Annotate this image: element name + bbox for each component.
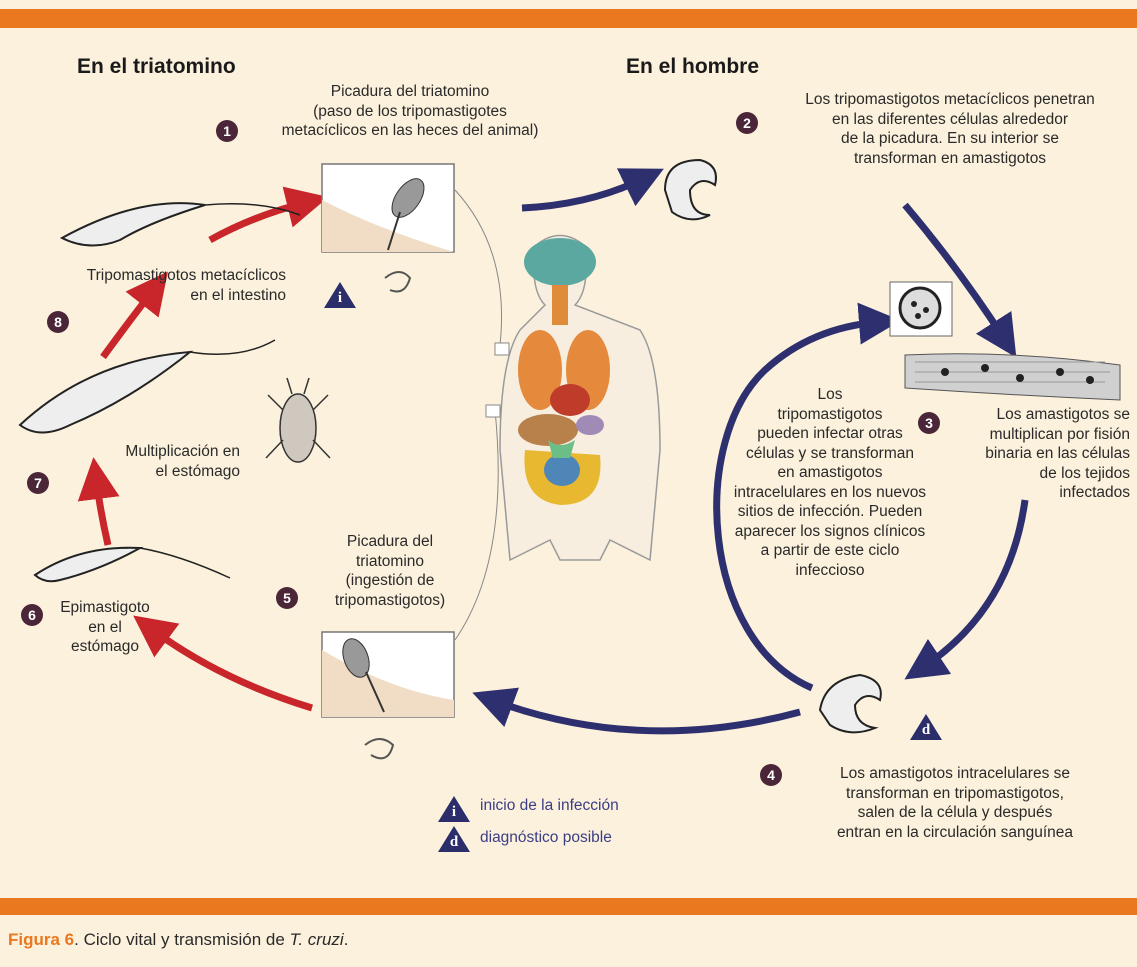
legend-infection-label: inicio de la infección: [480, 797, 619, 815]
step-7-badge: 7: [27, 472, 49, 494]
step-1-badge: 1: [216, 120, 238, 142]
legend-infection-icon: i: [438, 796, 470, 822]
bite-inset-icon: [322, 164, 454, 292]
diagnosis-marker: d: [910, 714, 942, 740]
step-5-text: Picadura del triatomino (ingestión de tr…: [305, 532, 475, 610]
triatomine-bug-icon: [266, 378, 330, 462]
step-4-badge: 4: [760, 764, 782, 786]
step-1-text: Picadura del triatomino (paso de los tri…: [240, 82, 580, 141]
step-6-badge: 6: [21, 604, 43, 626]
step-6-text: Epimastigoto en el estómago: [45, 598, 165, 657]
step-5-badge: 5: [276, 587, 298, 609]
legend-diagnosis-icon: d: [438, 826, 470, 852]
reinfection-note: Los tripomastigotos pueden infectar otra…: [700, 385, 960, 580]
caption-species: T. cruzi: [290, 930, 344, 949]
step-8-text: Tripomastigotos metacíclicos en el intes…: [18, 266, 286, 305]
bite-inset-icon: [322, 632, 454, 758]
step-8-badge: 8: [47, 311, 69, 333]
step-4-text: Los amastigotos intracelulares se transf…: [780, 764, 1130, 842]
caption-end: .: [344, 930, 349, 949]
infected-cell-icon: [890, 282, 952, 336]
caption-figure-number: Figura 6: [8, 930, 74, 949]
heading-human: En el hombre: [626, 55, 759, 79]
infection-start-marker: i: [324, 282, 356, 308]
figure-caption: Figura 6. Ciclo vital y transmisión de T…: [8, 930, 348, 950]
step-2-text: Los tripomastigotos metacíclicos penetra…: [760, 90, 1137, 168]
arrow-step5-to-step6: [150, 628, 312, 708]
step-7-text: Multiplicación en el estómago: [50, 442, 240, 481]
legend-diagnosis-label: diagnóstico posible: [480, 829, 612, 847]
arrow-step4-to-step5: [492, 700, 800, 731]
heading-triatomine: En el triatomino: [77, 55, 236, 79]
arrow-step8-to-step1: [210, 202, 308, 240]
caption-text: . Ciclo vital y transmisión de: [74, 930, 289, 949]
arrow-bite-to-human: [522, 178, 645, 208]
step-3-text: Los amastigotos se multiplican por fisió…: [935, 405, 1130, 503]
arrow-step6-to-step7: [96, 478, 108, 545]
step-2-badge: 2: [736, 112, 758, 134]
human-body-icon: [500, 236, 660, 561]
